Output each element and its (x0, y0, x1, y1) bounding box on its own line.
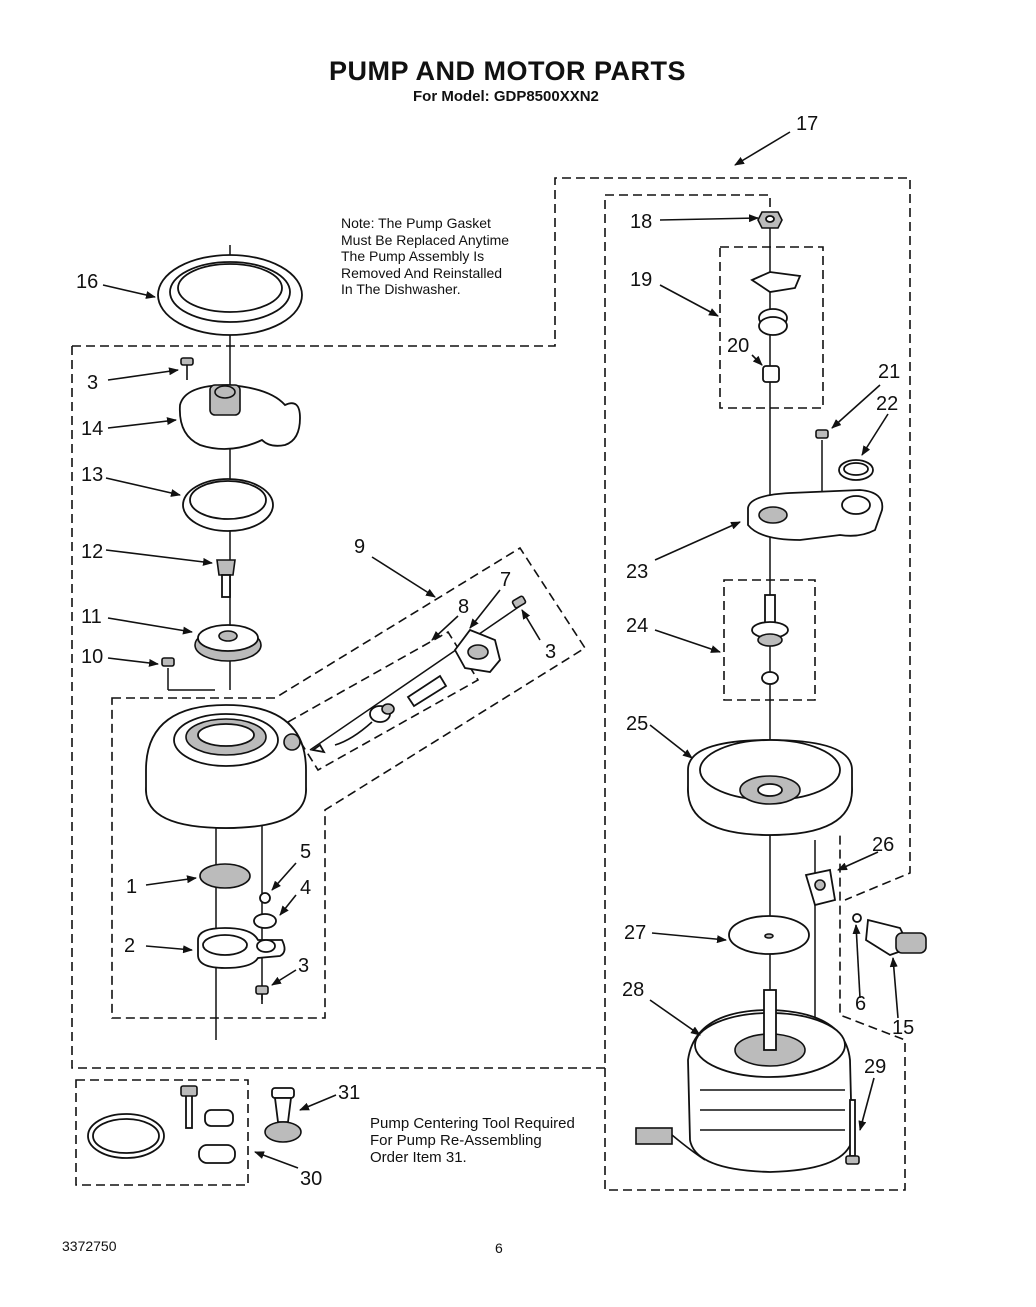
callout-9: 9 (354, 536, 365, 558)
document-number: 3372750 (62, 1238, 117, 1254)
callout-11: 11 (81, 606, 102, 628)
note-line: In The Dishwasher. (341, 281, 461, 298)
pump-housing-part (145, 704, 307, 829)
lower-housing-boundary (111, 546, 587, 1019)
seal-retainer-part (750, 271, 802, 293)
pump-assembly-boundary-left (71, 194, 771, 1069)
seal-bushing-part (762, 365, 780, 383)
valve-cover-part (453, 628, 501, 673)
callout-31: 31 (338, 1082, 360, 1104)
slinger-disk-part (728, 915, 810, 955)
callout-10: 10 (81, 646, 103, 668)
pump-cover-part (178, 384, 301, 450)
valve-spring-part (406, 674, 448, 708)
valve-plunger-part (310, 703, 395, 754)
grommet-part (838, 459, 874, 481)
note-line: The Pump Assembly Is (341, 248, 485, 265)
callout-3: 3 (87, 372, 98, 394)
callout-6: 6 (855, 993, 866, 1015)
callout-28: 28 (622, 979, 644, 1001)
mounting-plate-part (747, 489, 884, 541)
motor-bolt-part (845, 1099, 860, 1165)
note-line: Removed And Reinstalled (341, 264, 503, 281)
note-line: Note: The Pump Gasket (341, 215, 491, 231)
callout-18: 18 (630, 211, 652, 233)
seal-assembly-boundary (723, 579, 816, 701)
impeller-bolt-part (216, 559, 236, 598)
screw-part (255, 985, 269, 1004)
leader-arrows (102, 131, 899, 1169)
callout-15: 15 (892, 1017, 914, 1039)
callout-8: 8 (458, 596, 469, 618)
callout-24: 24 (626, 615, 648, 637)
callout-3: 3 (298, 955, 309, 977)
shaft-seal-assembly-part (751, 594, 789, 685)
callout-4: 4 (300, 877, 311, 899)
centering-tool-part (264, 1087, 302, 1143)
motor-part (635, 989, 853, 1173)
centering-tool-note: Pump Centering Tool Required For Pump Re… (370, 1115, 575, 1166)
callout-17: 17 (796, 113, 818, 135)
spring-seal-part (758, 308, 788, 336)
note-line: Pump Centering Tool Required (370, 1115, 575, 1132)
callout-12: 12 (81, 541, 103, 563)
callout-2: 2 (124, 935, 135, 957)
callout-23: 23 (626, 561, 648, 583)
kit-30-boundary (75, 1079, 249, 1186)
page-number: 6 (495, 1240, 503, 1256)
screw-part (161, 657, 175, 667)
callout-16: 16 (76, 271, 98, 293)
callout-19: 19 (630, 269, 652, 291)
washer-part (852, 913, 862, 923)
callout-13: 13 (81, 464, 103, 486)
callout-1: 1 (126, 876, 137, 898)
callout-26: 26 (872, 834, 894, 856)
seal-kit-boundary (719, 246, 824, 409)
sensor-bracket-part (804, 868, 837, 907)
callout-27: 27 (624, 922, 646, 944)
note-line: For Pump Re-Assembling (370, 1132, 542, 1149)
seal-ring-part (182, 478, 274, 532)
pump-gasket-part (157, 254, 303, 336)
callout-25: 25 (626, 713, 648, 735)
pump-assembly-boundary (72, 177, 911, 901)
model-subtitle: For Model: GDP8500XXN2 (413, 88, 599, 105)
pump-base-part (197, 927, 286, 969)
motor-group-boundary (604, 835, 906, 1191)
chopper-plate-part (199, 863, 251, 889)
screw-part (180, 357, 194, 380)
callout-numbers: 16 3 14 13 12 11 10 9 8 7 3 5 1 4 2 3 17… (76, 113, 914, 1190)
callout-29: 29 (864, 1056, 886, 1078)
o-ring-part (253, 913, 277, 929)
screw-part (815, 429, 829, 439)
impeller-part (194, 624, 262, 662)
callout-20: 20 (727, 335, 749, 357)
note-line: Must Be Replaced Anytime (341, 231, 510, 248)
callout-14: 14 (81, 418, 103, 440)
check-ball-part (259, 892, 271, 904)
gasket-note: Note: The Pump Gasket Must Be Replaced A… (341, 215, 509, 298)
note-line: Order Item 31. (370, 1149, 467, 1166)
seal-kit-parts (87, 1085, 236, 1164)
callout-21: 21 (878, 361, 900, 383)
callout-30: 30 (300, 1168, 322, 1190)
callout-3: 3 (545, 641, 556, 663)
motor-mount-part (687, 739, 853, 836)
page-title: PUMP AND MOTOR PARTS (328, 56, 687, 86)
diagonal-axis (309, 605, 521, 751)
screw-part (511, 595, 527, 609)
callout-7: 7 (500, 569, 511, 591)
drain-valve-kit-boundary (286, 630, 480, 772)
nut-part (757, 211, 783, 229)
callout-22: 22 (876, 393, 898, 415)
callout-5: 5 (300, 841, 311, 863)
thermistor-part (865, 918, 927, 956)
